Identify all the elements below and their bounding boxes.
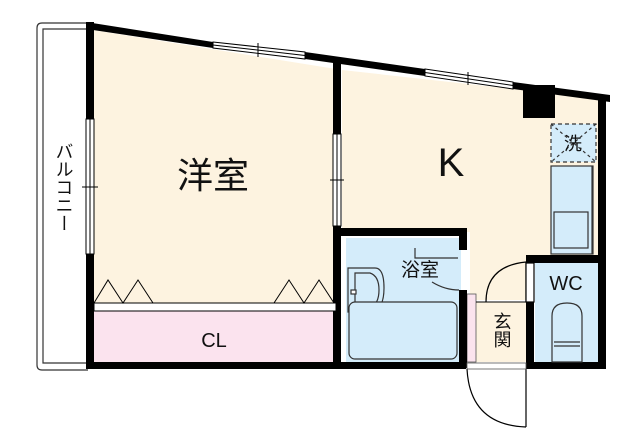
closet-doors [93,279,337,312]
closet-floor [93,311,336,363]
label-bathroom: 浴室 [401,259,439,281]
label-closet: CL [201,330,227,352]
toilet-fixture [551,302,583,363]
label-kitchen: K [438,141,465,185]
label-entrance: 玄関 [491,312,512,348]
western-room-floor [93,30,336,305]
bathroom-fixtures [347,248,460,360]
kitchen-floor [342,70,604,300]
toilet-door-swing [485,261,527,303]
labels: 洋室 K CL 浴室 WC 洗 玄関 バルコニー [53,134,583,352]
entrance-door-swing [466,368,527,428]
label-balcony: バルコニー [53,142,74,232]
label-western-room: 洋室 [177,156,249,197]
balcony [36,22,88,371]
kitchen-counter [550,123,597,255]
entrance-step [466,293,477,363]
windows [82,41,514,255]
doors [466,261,535,428]
stove [553,211,589,249]
bathtub [348,301,458,360]
label-laundry: 洗 [564,134,582,155]
entrance-floor [476,302,526,362]
walls [86,22,610,369]
label-toilet: WC [549,273,582,295]
